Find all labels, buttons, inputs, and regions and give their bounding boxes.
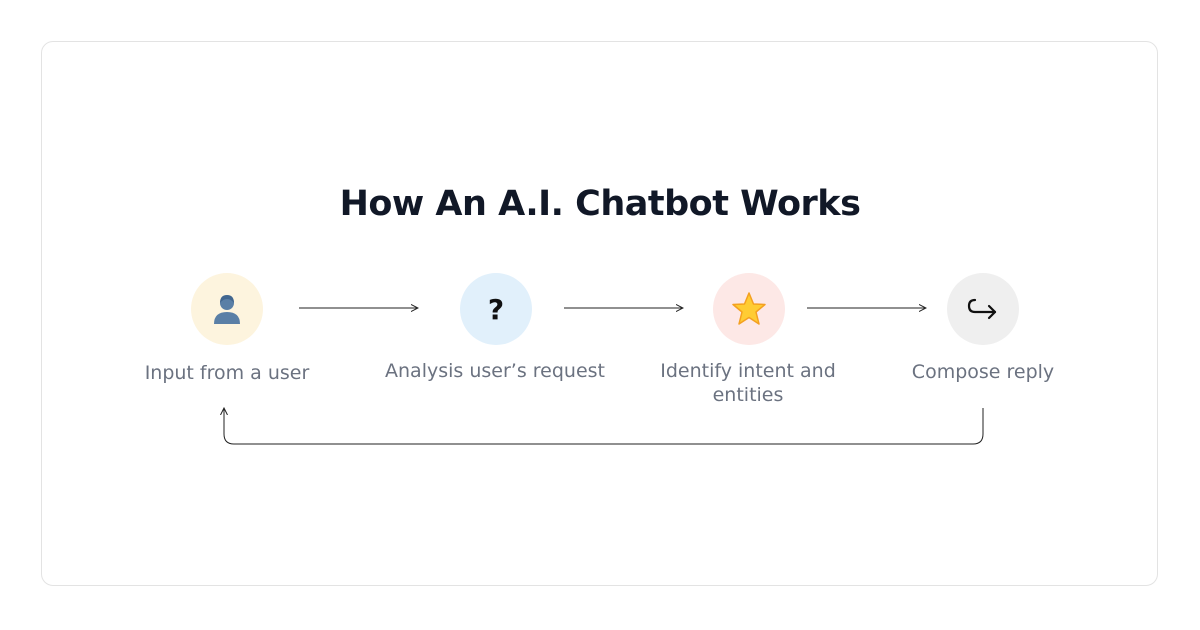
diagram-title: How An A.I. Chatbot Works [339,184,861,224]
step-1-icon-circle [191,273,263,345]
user-icon [214,295,240,324]
reply-arrow-icon [967,298,997,320]
step-1-label: Input from a user [144,362,310,384]
step-4-label: Compose reply [911,361,1055,383]
step-3-icon-circle [713,273,785,345]
step-2-icon-circle: ? [460,273,532,345]
step-2-label: Analysis user’s request [385,360,605,382]
step-4-icon-circle [947,273,1019,345]
star-icon [732,292,766,325]
question-mark-icon: ? [487,292,505,326]
step-3-label: Identify intent and entities [660,360,836,406]
loop-back-arrow [224,408,984,445]
